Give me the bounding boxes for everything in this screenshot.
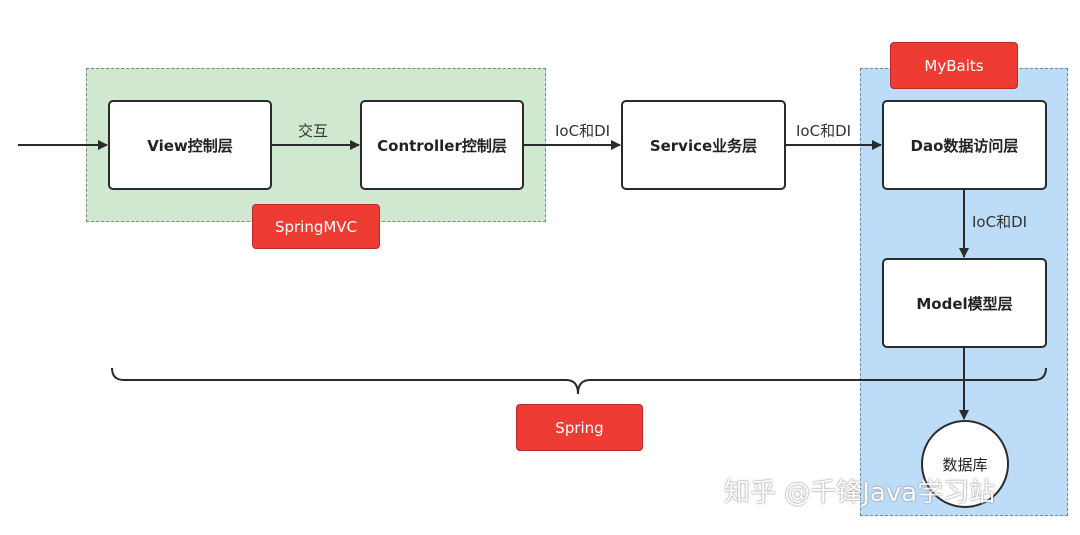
view-layer-box: View控制层 bbox=[108, 100, 272, 190]
spring-brace bbox=[111, 367, 1047, 395]
mybaits-tag: MyBaits bbox=[890, 42, 1018, 89]
springmvc-tag: SpringMVC bbox=[252, 204, 380, 249]
controller-layer-box: Controller控制层 bbox=[360, 100, 524, 190]
model-layer-box: Model模型层 bbox=[882, 258, 1047, 348]
edge-label-ioc-di-controller-service: IoC和DI bbox=[555, 122, 611, 140]
service-layer-box: Service业务层 bbox=[621, 100, 786, 190]
edge-label-interaction: 交互 bbox=[298, 122, 329, 140]
database-node: 数据库 bbox=[921, 420, 1009, 508]
dao-layer-box: Dao数据访问层 bbox=[882, 100, 1047, 190]
watermark: 知乎 @千锋Java学习站 bbox=[724, 478, 996, 508]
edge-label-ioc-di-dao-model: IoC和DI bbox=[972, 213, 1028, 231]
spring-tag: Spring bbox=[516, 404, 643, 451]
edge-label-ioc-di-service-dao: IoC和DI bbox=[796, 122, 852, 140]
